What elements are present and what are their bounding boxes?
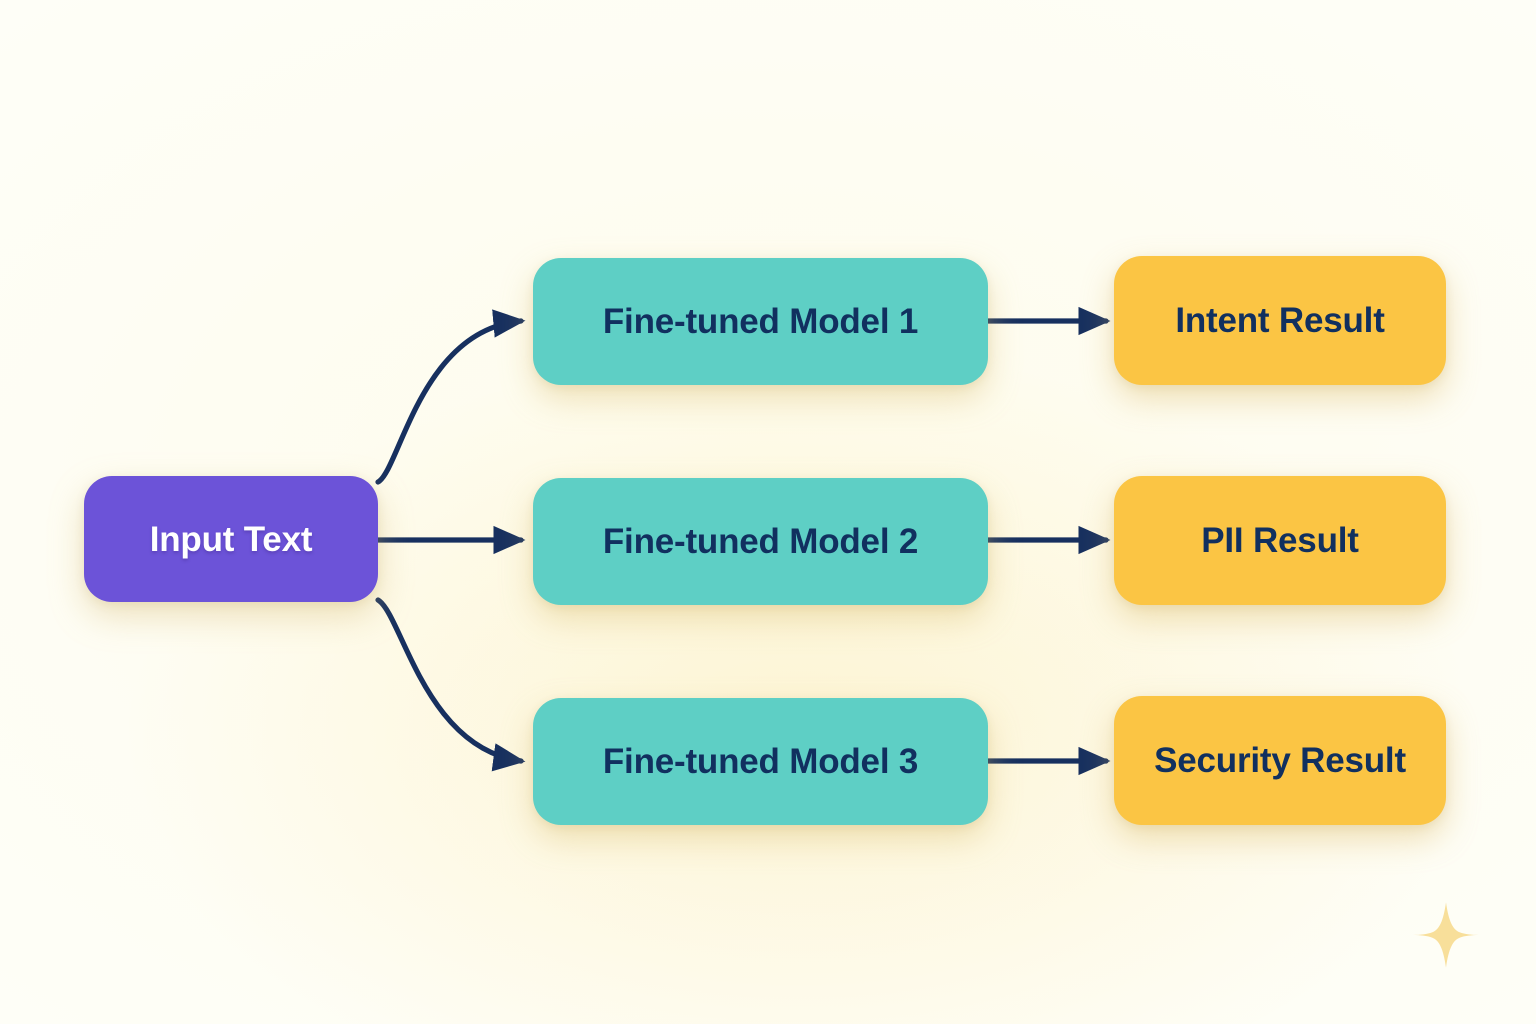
node-fine-tuned-model-2[interactable]: Fine-tuned Model 2 <box>533 478 988 605</box>
sparkle-icon <box>1413 902 1479 968</box>
node-fine-tuned-model-3-label: Fine-tuned Model 3 <box>602 742 919 781</box>
node-intent-result[interactable]: Intent Result <box>1114 256 1446 385</box>
node-fine-tuned-model-2-label: Fine-tuned Model 2 <box>602 522 919 561</box>
node-fine-tuned-model-1[interactable]: Fine-tuned Model 1 <box>533 258 988 385</box>
connector-input-to-model-3 <box>375 597 526 772</box>
node-security-result[interactable]: Security Result <box>1114 696 1446 825</box>
node-pii-result-label: PII Result <box>1201 521 1359 560</box>
node-input-text-label: Input Text <box>149 519 313 559</box>
node-fine-tuned-model-3[interactable]: Fine-tuned Model 3 <box>533 698 988 825</box>
node-security-result-label: Security Result <box>1154 741 1406 780</box>
node-intent-result-label: Intent Result <box>1175 301 1385 340</box>
node-pii-result[interactable]: PII Result <box>1114 476 1446 605</box>
connector-input-to-model-1 <box>375 309 526 485</box>
node-input-text[interactable]: Input Text <box>84 476 378 602</box>
node-fine-tuned-model-1-label: Fine-tuned Model 1 <box>602 302 919 341</box>
